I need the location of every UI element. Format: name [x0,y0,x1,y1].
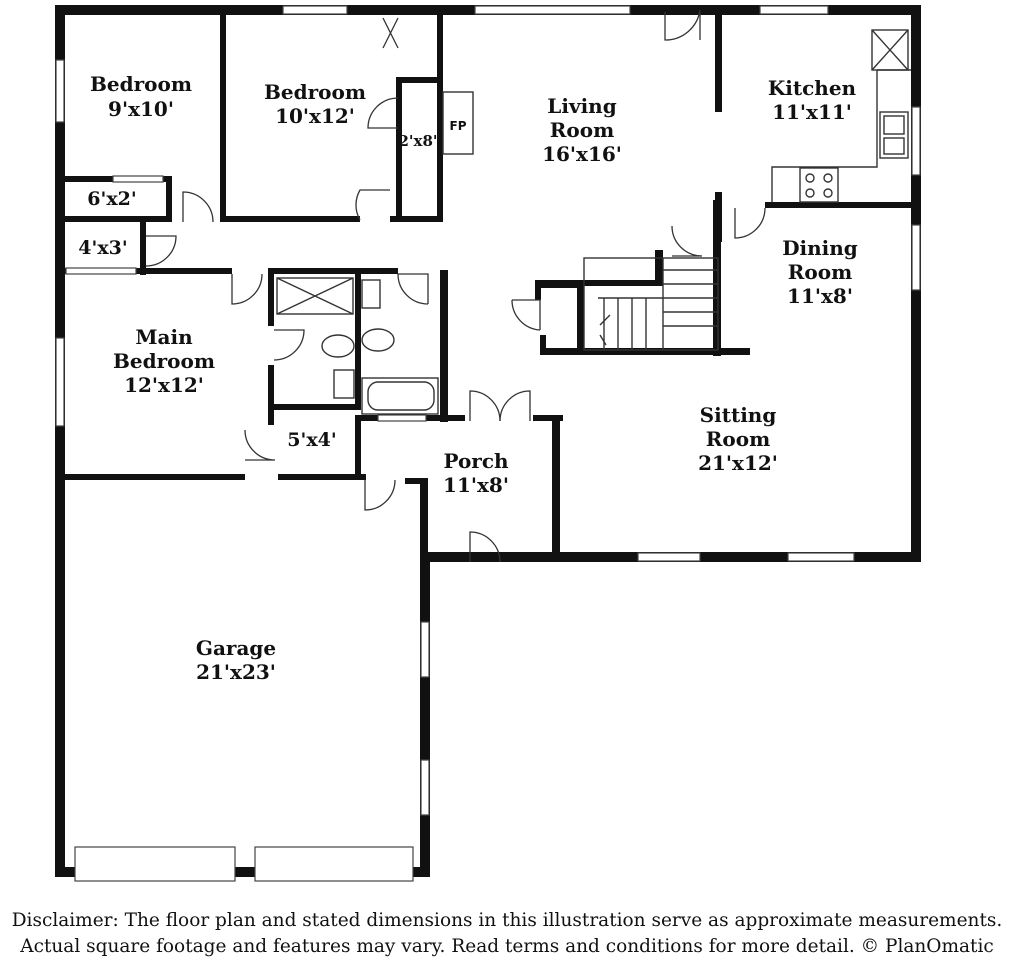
main-bedroom-name-2: Bedroom [113,349,215,373]
porch-dim: 11'x8' [443,473,509,497]
sitting-room-dim: 21'x12' [698,451,778,475]
garage-name: Garage [196,636,276,660]
fixtures [276,29,911,415]
floor-plan: Bedroom 9'x10' Bedroom 10'x12' 6'x2' 4'x… [55,5,921,882]
garage-dim: 21'x23' [196,660,276,684]
kitchen-name: Kitchen [768,76,857,100]
fireplace-label: FP [450,119,467,133]
bedroom-2-name: Bedroom [264,80,366,104]
living-room-name-2: Room [550,118,614,142]
doors [145,9,766,563]
kitchen-dim: 11'x11' [772,100,852,124]
dining-room-name-2: Room [788,260,852,284]
main-bedroom-name-1: Main [135,325,193,349]
closet-d-dim: 5'x4' [287,429,336,451]
living-room-name-1: Living [547,94,616,118]
sitting-room-name-2: Room [706,427,770,451]
interior-walls [62,10,915,560]
closet-c-dim: 2'x8' [398,132,437,150]
dining-room-dim: 11'x8' [787,284,853,308]
living-room-dim: 16'x16' [542,142,622,166]
bedroom-1-name: Bedroom [90,72,192,96]
bedroom-1-dim: 9'x10' [108,97,174,121]
windows [55,5,921,882]
closet-a-dim: 6'x2' [87,188,136,210]
dining-room-name-1: Dining [782,236,858,260]
room-labels: Bedroom 9'x10' Bedroom 10'x12' 6'x2' 4'x… [78,72,858,684]
disclaimer-line-2: Actual square footage and features may v… [20,936,994,957]
porch-name: Porch [443,449,509,473]
sitting-room-name-1: Sitting [700,403,777,427]
exterior-walls [55,5,921,877]
bedroom-2-dim: 10'x12' [275,104,355,128]
main-bedroom-dim: 12'x12' [124,373,204,397]
closet-b-dim: 4'x3' [78,237,127,259]
disclaimer-line-1: Disclaimer: The floor plan and stated di… [11,910,1003,931]
